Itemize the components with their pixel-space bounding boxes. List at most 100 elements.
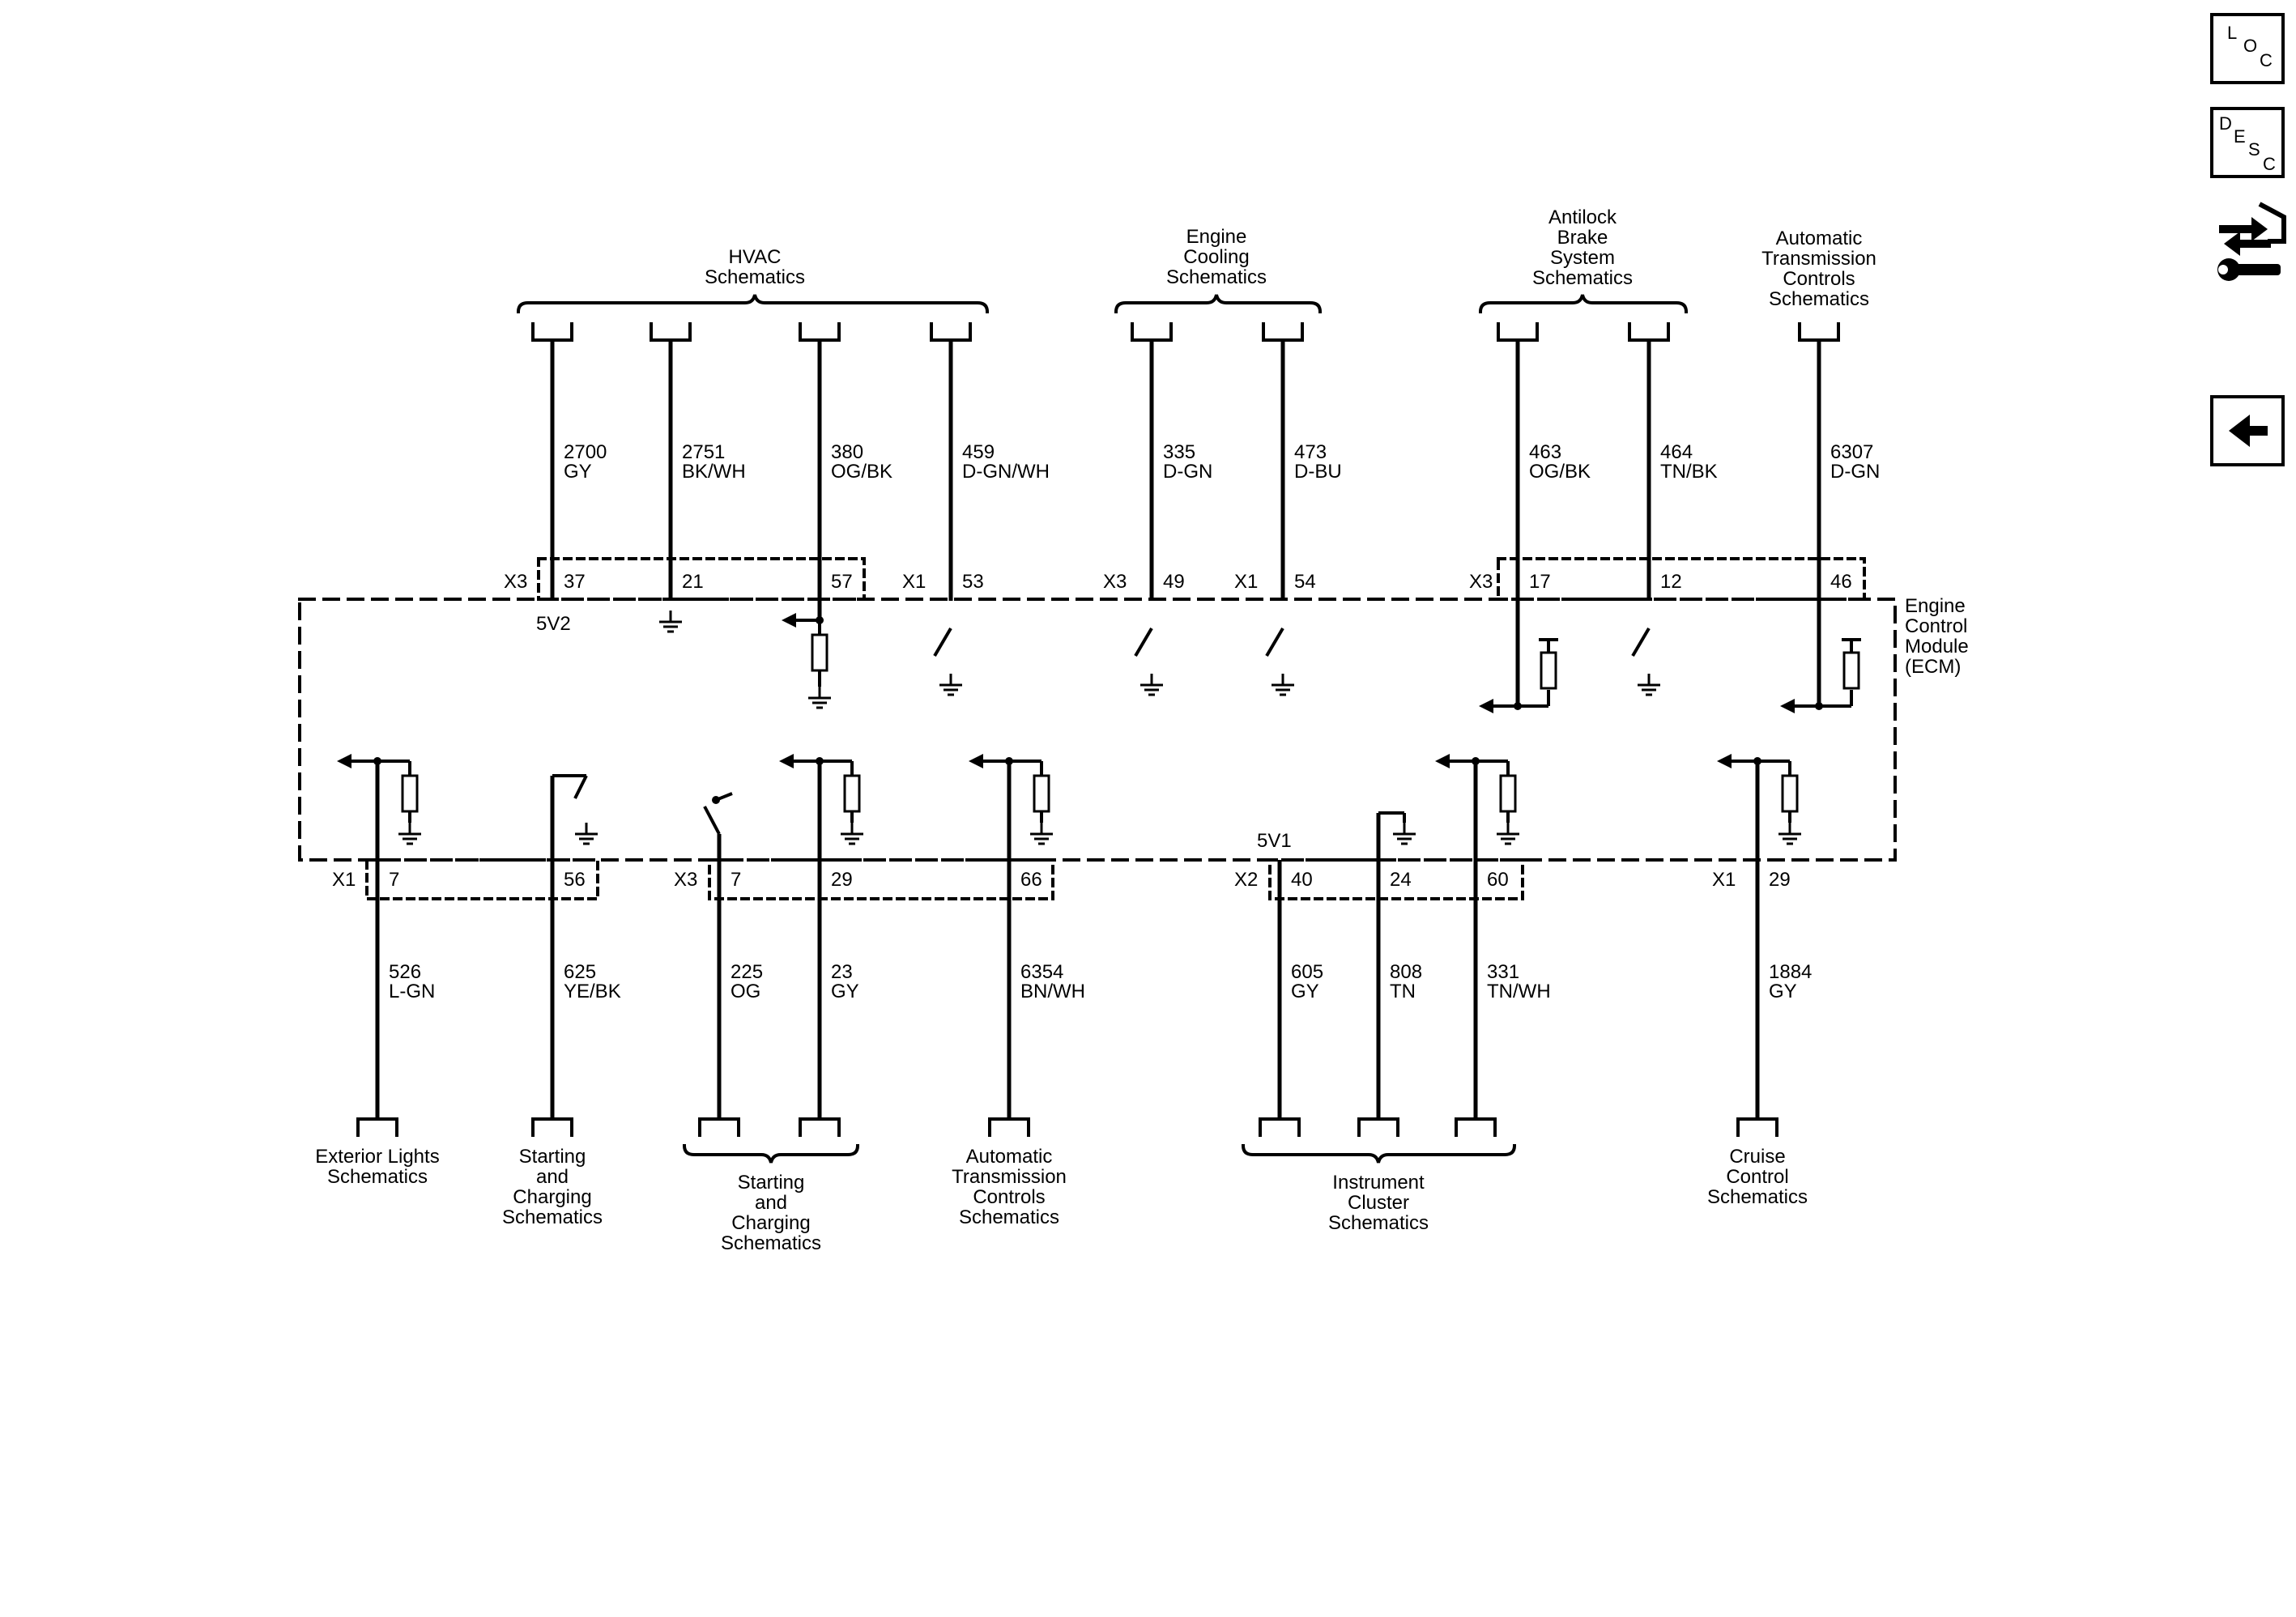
- bottom-group-label: Charging: [731, 1212, 810, 1234]
- wire-color-code: OG/BK: [1529, 461, 1591, 483]
- wire-circuit-number: 6307: [1830, 441, 1873, 463]
- top-group-label: Schematics: [1769, 288, 1869, 310]
- pin-number: 66: [1020, 869, 1042, 891]
- ground-symbol: [1030, 823, 1053, 845]
- wire-color-code: OG/BK: [831, 461, 892, 483]
- ground-symbol: [659, 611, 682, 633]
- switch-symbol: [1265, 627, 1284, 657]
- reference-voltage-label: 5V1: [1257, 830, 1292, 852]
- wire-color-code: D-BU: [1294, 461, 1342, 483]
- wire-color-code: L-GN: [389, 981, 435, 1002]
- desc-letter-c: C: [2263, 154, 2276, 174]
- top-group-label: Transmission: [1761, 248, 1876, 270]
- arrow-left-icon: [1717, 754, 1732, 768]
- wire-circuit-number: 335: [1163, 441, 1195, 463]
- connector-id: X1: [1712, 869, 1736, 891]
- ecm-label-line: (ECM): [1905, 656, 1961, 678]
- wire-circuit-number: 605: [1291, 961, 1323, 983]
- desc-letter-e: E: [2234, 126, 2246, 147]
- top-group-label: HVAC: [729, 246, 782, 268]
- wire-circuit-number: 380: [831, 441, 863, 463]
- wire-circuit-number: 1884: [1769, 961, 1812, 983]
- switch-symbol: [933, 627, 952, 657]
- connector-id: X1: [1234, 571, 1258, 593]
- repair-procedure-icon[interactable]: [2217, 202, 2286, 281]
- pin-number: 37: [564, 571, 586, 593]
- wire-circuit-number: 23: [831, 961, 853, 983]
- arrow-left-icon: [779, 754, 794, 768]
- pin-number: 17: [1529, 571, 1551, 593]
- pin-number: 24: [1390, 869, 1412, 891]
- connector-terminal: [799, 322, 841, 342]
- connector-terminal: [1736, 1117, 1778, 1137]
- wire-circuit-number: 6354: [1020, 961, 1063, 983]
- pin-number: 53: [962, 571, 984, 593]
- ground-symbol: [575, 823, 598, 845]
- ground-symbol: [1140, 674, 1163, 696]
- bracket-starting-charging: [682, 1143, 860, 1164]
- connector-terminal: [1357, 1117, 1399, 1137]
- connector-terminal: [988, 1117, 1030, 1137]
- bottom-group-label: and: [536, 1166, 569, 1188]
- top-group-label: Antilock: [1548, 206, 1617, 228]
- arrow-left-icon: [969, 754, 983, 768]
- connector-terminal: [799, 1117, 841, 1137]
- wire-color-code: OG: [731, 981, 760, 1002]
- ground-symbol: [808, 687, 831, 709]
- bottom-group-label: Instrument: [1332, 1172, 1425, 1194]
- wire-circuit-number: 463: [1529, 441, 1561, 463]
- connector-id: X1: [902, 571, 926, 593]
- connector-terminal: [531, 322, 573, 342]
- wire-color-code: BN/WH: [1020, 981, 1085, 1002]
- connector-id: X3: [1103, 571, 1127, 593]
- loc-letter-c: C: [2260, 50, 2273, 70]
- wire-circuit-number: 808: [1390, 961, 1422, 983]
- loc-letter-l: L: [2227, 23, 2237, 43]
- connector-terminal: [1131, 322, 1173, 342]
- resistor-symbol: [1781, 774, 1799, 813]
- wire-color-code: D-GN: [1830, 461, 1880, 483]
- resistor-symbol: [1033, 774, 1050, 813]
- wire-color-code: TN/BK: [1660, 461, 1718, 483]
- connector-terminal: [356, 1117, 398, 1137]
- connector-box-x3-bottom: [708, 858, 1054, 900]
- desc-button[interactable]: D E S C: [2210, 107, 2285, 178]
- arrow-left-icon: [782, 613, 796, 628]
- pin-number: 7: [731, 869, 741, 891]
- pin-number: 29: [1769, 869, 1791, 891]
- bottom-group-label: Schematics: [327, 1166, 428, 1188]
- ecm-label-line: Engine: [1905, 595, 1966, 617]
- arrow-left-icon: [1435, 754, 1450, 768]
- pin-number: 60: [1487, 869, 1509, 891]
- loc-letter-o: O: [2243, 36, 2257, 56]
- wire-color-code: TN: [1390, 981, 1416, 1002]
- ground-symbol: [1778, 823, 1801, 845]
- connector-terminal: [1455, 1117, 1497, 1137]
- wire-color-code: D-GN/WH: [962, 461, 1050, 483]
- pin-number: 54: [1294, 571, 1316, 593]
- switch-symbol: [1631, 627, 1651, 657]
- connector-box-x1-bottom-left: [365, 858, 599, 900]
- pin-number: 40: [1291, 869, 1313, 891]
- pin-number: 57: [831, 571, 853, 593]
- connector-terminal: [1497, 322, 1539, 342]
- back-button[interactable]: [2210, 395, 2285, 466]
- wire-circuit-number: 2700: [564, 441, 607, 463]
- loc-button[interactable]: L O C: [2210, 13, 2285, 84]
- wire-color-code: GY: [564, 461, 592, 483]
- bracket-antilock-brake: [1478, 294, 1689, 314]
- connector-id: X3: [504, 571, 527, 593]
- connector-terminal: [698, 1117, 740, 1137]
- bottom-group-label: Charging: [513, 1186, 591, 1208]
- connector-terminal: [1798, 322, 1840, 342]
